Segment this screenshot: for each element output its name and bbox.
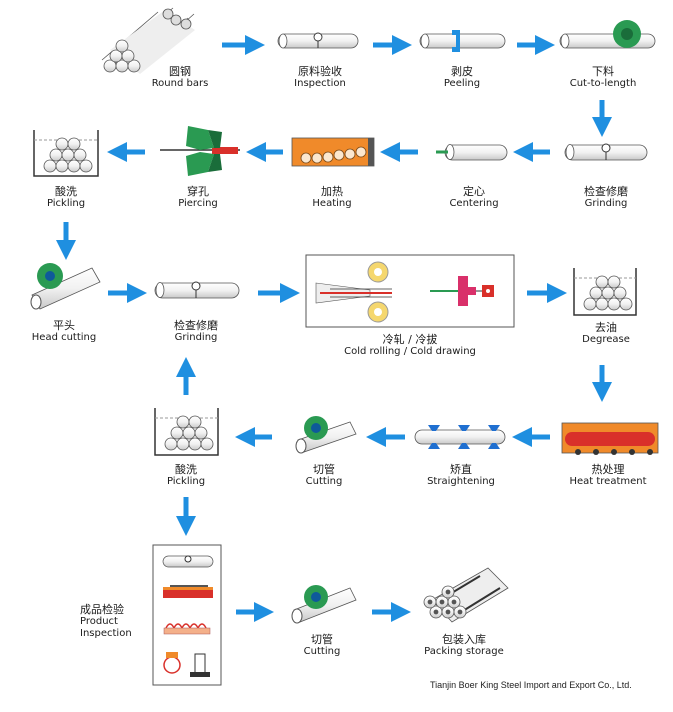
peeling-tube-icon (419, 30, 506, 52)
flow-arrows (56, 35, 612, 622)
grinding-tube-icon-2 (154, 281, 240, 299)
step-label-head-cutting: 平头 Head cutting (31, 319, 97, 344)
step-label-centering: 定心 Centering (449, 185, 499, 210)
step-label-heating: 加热 Heating (312, 185, 352, 210)
step-label-product-inspection: 成品检验 Product Inspection (80, 603, 132, 640)
piercing-icon (160, 126, 240, 176)
step-label-pickling-2: 酸洗 Pickling (166, 463, 206, 488)
pickling-tank-icon-1 (33, 130, 99, 177)
step-label-heat-treatment: 热处理 Heat treatment (569, 463, 647, 488)
step-label-cold-rolling: 冷轧 / 冷拔 Cold rolling / Cold drawing (344, 333, 476, 358)
cutting-tube-icon-1 (295, 416, 357, 454)
heating-furnace-icon (291, 137, 375, 167)
step-label-cut-to-length: 下料 Cut-to-length (569, 65, 637, 90)
inspection-tube-icon (277, 32, 359, 49)
step-label-round-bars: 圆钢 Round bars (151, 65, 209, 90)
step-label-degrease: 去油 Degrease (582, 321, 630, 346)
grinding-tube-icon-1 (564, 143, 648, 161)
step-label-piercing: 穿孔 Piercing (178, 185, 218, 210)
head-cutting-icon (30, 263, 101, 310)
straightening-icon (414, 425, 506, 449)
step-label-straightening: 矫直 Straightening (427, 463, 495, 488)
product-inspection-box (152, 544, 222, 686)
step-label-inspection: 原料验收 Inspection (294, 65, 346, 90)
cold-rolling-box (305, 254, 515, 328)
cut-to-length-icon (559, 20, 656, 49)
step-label-cutting-1: 切管 Cutting (305, 463, 343, 488)
step-label-grinding-2: 检查修磨 Grinding (174, 319, 218, 344)
centering-tube-icon (436, 144, 508, 161)
heat-treatment-icon (561, 422, 659, 455)
packing-storage-icon (423, 567, 509, 623)
degrease-tank-icon (573, 268, 637, 316)
round-bars-icon (101, 7, 195, 74)
step-label-peeling: 剥皮 Peeling (443, 65, 481, 90)
cutting-tube-icon-2 (291, 585, 357, 624)
step-label-packing-storage: 包装入库 Packing storage (424, 633, 504, 658)
step-label-cutting-2: 切管 Cutting (303, 633, 341, 658)
company-footer: Tianjin Boer King Steel Import and Expor… (430, 680, 632, 690)
pickling-tank-icon-2 (154, 408, 219, 456)
step-label-grinding-1: 检查修磨 Grinding (584, 185, 628, 210)
step-label-pickling-1: 酸洗 Pickling (46, 185, 86, 210)
